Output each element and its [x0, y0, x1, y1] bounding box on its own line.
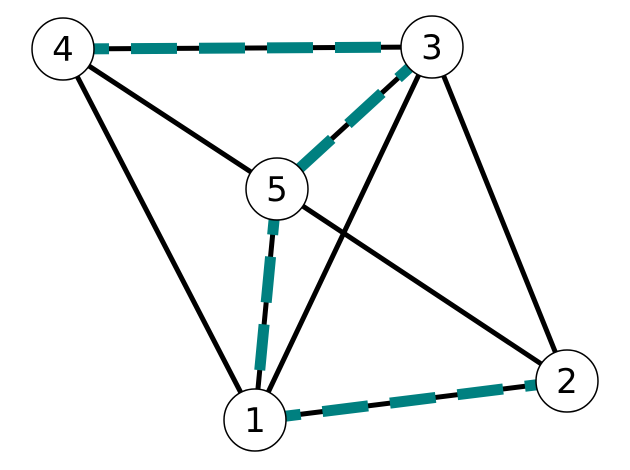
edge-highlight-3-5	[273, 42, 436, 194]
node-circle-2	[535, 349, 599, 413]
edge-highlight-5-1	[249, 188, 283, 421]
node-label-1: 1	[244, 401, 266, 441]
edge-5-2	[275, 186, 569, 384]
node-circle-5	[245, 157, 309, 221]
edge-3-2	[429, 46, 570, 382]
edge-4-1	[60, 47, 258, 422]
node-4: 4	[31, 17, 95, 81]
node-circle-4	[31, 17, 95, 81]
edge-4-5	[61, 46, 279, 192]
node-2: 2	[535, 349, 599, 413]
node-label-3: 3	[421, 28, 443, 68]
node-circle-1	[223, 388, 287, 452]
node-label-4: 4	[52, 30, 74, 70]
edges-layer	[60, 41, 570, 426]
node-1: 1	[223, 388, 287, 452]
nodes-layer: 1 2 3 4 5	[31, 15, 599, 452]
node-circle-3	[400, 15, 464, 79]
node-3: 3	[400, 15, 464, 79]
node-label-2: 2	[556, 362, 578, 402]
node-5: 5	[245, 157, 309, 221]
edge-highlight-1-2	[254, 375, 568, 426]
node-label-5: 5	[266, 170, 288, 210]
edge-highlight-4-3	[62, 41, 433, 55]
